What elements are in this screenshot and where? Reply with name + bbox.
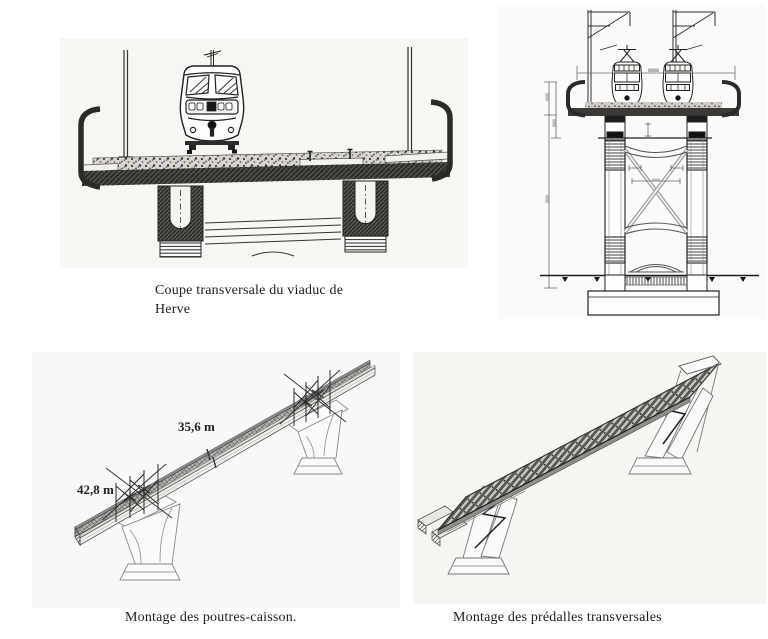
deck-upturn-left (566, 80, 586, 118)
pier-column-right (686, 131, 708, 281)
windshield-hatch (189, 76, 238, 95)
caption-box-girder-erection: Montage des poutres-caisson. (125, 610, 297, 625)
falsework-right (279, 369, 347, 426)
pier-top-frame (678, 355, 722, 375)
bracing-dimensions (628, 165, 684, 184)
caption-viaduct-cross-section: Coupe transversale du viaduc de Herve (155, 281, 385, 319)
pantograph-right (669, 45, 687, 63)
box-girders (74, 359, 376, 547)
dim-label-42-8: 42,8 m (77, 482, 114, 497)
train-front-drawing (179, 50, 245, 154)
figure-box-girder-erection (32, 352, 400, 608)
pantograph-left (618, 45, 636, 63)
caption-line-1: Coupe transversale du viaduc de (155, 283, 344, 298)
deck-slab-hatch (82, 162, 450, 186)
caption-line-2: Herve (155, 302, 191, 317)
box-girder-erection-drawing (32, 352, 400, 608)
pier-column-left (604, 131, 626, 281)
base-arch (628, 264, 684, 273)
viaduct-cross-section-drawing (60, 38, 468, 268)
precast-slab-erection-drawing (413, 352, 766, 604)
figure-pier-elevation (497, 5, 765, 319)
figure-viaduct-cross-section (60, 38, 468, 268)
deck-width-dimension (576, 66, 736, 80)
figure-precast-slab-erection (413, 352, 766, 604)
deck-upturn-right (721, 80, 741, 118)
dim-label-35-6: 35,6 m (178, 419, 215, 434)
parapet-left (78, 106, 101, 190)
pier-cap-lines (204, 217, 342, 257)
falsework-left (101, 463, 173, 522)
precast-slab-deck (437, 363, 719, 536)
train-front-right (662, 61, 694, 110)
box-girder-right (342, 180, 389, 253)
foundation (587, 274, 720, 316)
brace-node-stars (123, 482, 151, 504)
ballast-layer (585, 102, 722, 108)
scan-background (497, 5, 765, 319)
box-girder-left (157, 185, 204, 258)
height-dimension-lines (544, 81, 561, 289)
caption-precast-slab-erection: Montage des prédalles transversales (453, 610, 662, 625)
pier-x-bracing (623, 145, 689, 273)
track-fastening-posts (307, 148, 353, 161)
parapet-right (430, 99, 453, 182)
brace-node-stars (299, 387, 325, 409)
deck-slab (568, 108, 739, 116)
front-lights-row (188, 101, 233, 112)
catenary-mast-left (587, 10, 631, 106)
pier-elevation-drawing (497, 5, 765, 319)
